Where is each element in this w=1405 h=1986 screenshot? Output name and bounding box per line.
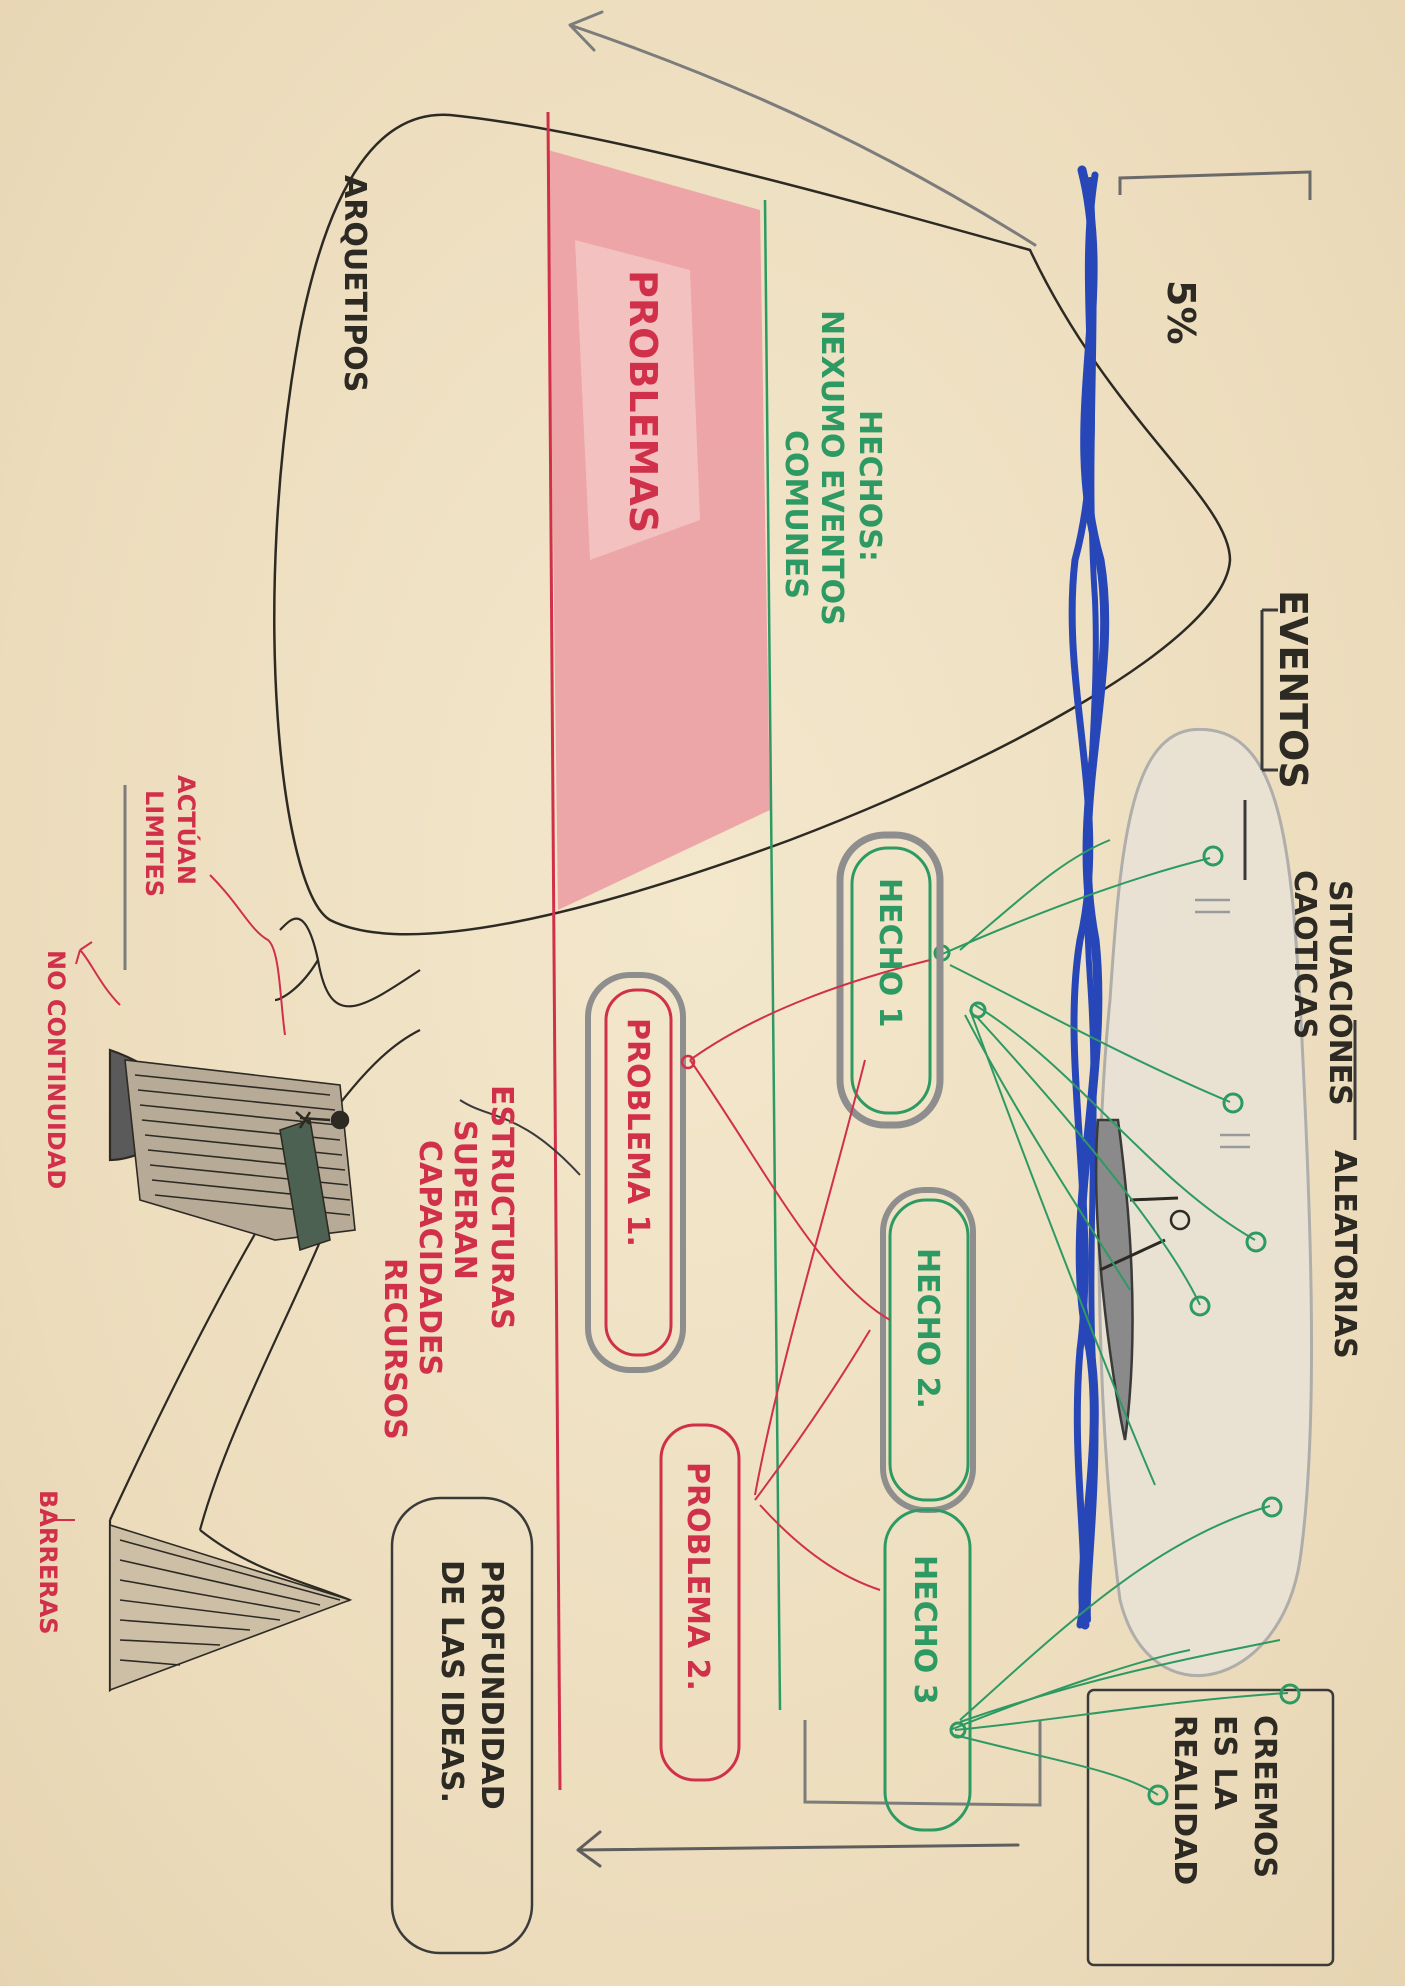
barreras-label: BARRERAS	[34, 1490, 62, 1635]
estructuras-label-4: RECURSOS	[377, 1258, 412, 1440]
events-bracket	[1260, 608, 1278, 772]
problema-2-box	[659, 1423, 741, 1782]
problemas-label: PROBLEMAS	[621, 270, 665, 533]
hecho-2-label: HECHO 2.	[910, 1248, 945, 1409]
no-continuidad-label: NO CONTINUIDAD	[42, 950, 70, 1189]
problema-1-box	[585, 972, 686, 1373]
creemos-label-3: REALIDAD	[1167, 1715, 1202, 1885]
belief-box	[1086, 1688, 1335, 1967]
hecho-3-box	[883, 1508, 972, 1832]
creemos-label-1: CREEMOS	[1247, 1715, 1282, 1878]
eventos-label: EVENTOS	[1271, 590, 1315, 789]
hecho-1-box	[836, 831, 944, 1129]
problems-band-highlight	[575, 240, 700, 560]
actuan-label-2: LIMITES	[140, 790, 168, 897]
estructuras-label-2: SUPERAN	[447, 1120, 482, 1280]
event-nodes	[933, 845, 1301, 1806]
creemos-label-2: ES LA	[1207, 1715, 1242, 1811]
hecho-3-label: HECHO 3	[907, 1555, 942, 1705]
rock-block	[124, 1059, 356, 1252]
bottom-arrow	[576, 1830, 1020, 1868]
hechos-label-1: HECHOS:	[852, 410, 887, 562]
problem-connectors	[689, 959, 931, 1591]
random-situations-cloud	[1097, 727, 1314, 1677]
estructuras-label-3: CAPACIDADES	[412, 1140, 447, 1376]
red-divider-line	[546, 111, 562, 1791]
problem-node	[680, 1054, 696, 1070]
percent-bracket	[1118, 170, 1312, 200]
arquetipos-label: ARQUETIPOS	[337, 175, 372, 392]
waterline	[1068, 165, 1110, 1630]
depth-box	[390, 1496, 534, 1955]
grey-annotation-line	[459, 1099, 581, 1176]
archetypes-funnel-outline	[273, 113, 1232, 936]
profundidad-label-1: PROFUNDIDAD	[474, 1560, 509, 1810]
percent-label: 5%	[1159, 280, 1203, 345]
facts-bracket	[803, 1720, 1042, 1807]
hechos-label-3: COMUNES	[778, 430, 813, 599]
problema-2-label: PROBLEMA 2.	[680, 1462, 715, 1691]
actuan-label-1: ACTÚAN	[172, 775, 202, 885]
profundidad-label-2: DE LAS IDEAS.	[434, 1560, 469, 1803]
canoe-icon	[1094, 1118, 1191, 1441]
problema-1-label: PROBLEMA 1.	[620, 1018, 655, 1247]
event-connectors	[939, 839, 1289, 1796]
top-arrow	[568, 10, 1037, 247]
hechos-label-2: NEXUMO EVENTOS	[814, 310, 849, 626]
situaciones-label: SITUACIONES	[1322, 880, 1357, 1106]
annotation-lines	[50, 874, 286, 1521]
green-divider-line	[763, 199, 782, 1711]
hecho-1-label: HECHO 1	[872, 878, 907, 1028]
cloud-marks	[1195, 898, 1250, 1149]
caoticas-label: CAOTICAS	[1287, 870, 1322, 1039]
hiker-icon	[295, 1110, 350, 1130]
cone-shape	[109, 1523, 353, 1692]
estructuras-label-1: ESTRUCTURAS	[484, 1085, 519, 1330]
aleatorias-label: ALEATORIAS	[1327, 1150, 1362, 1359]
